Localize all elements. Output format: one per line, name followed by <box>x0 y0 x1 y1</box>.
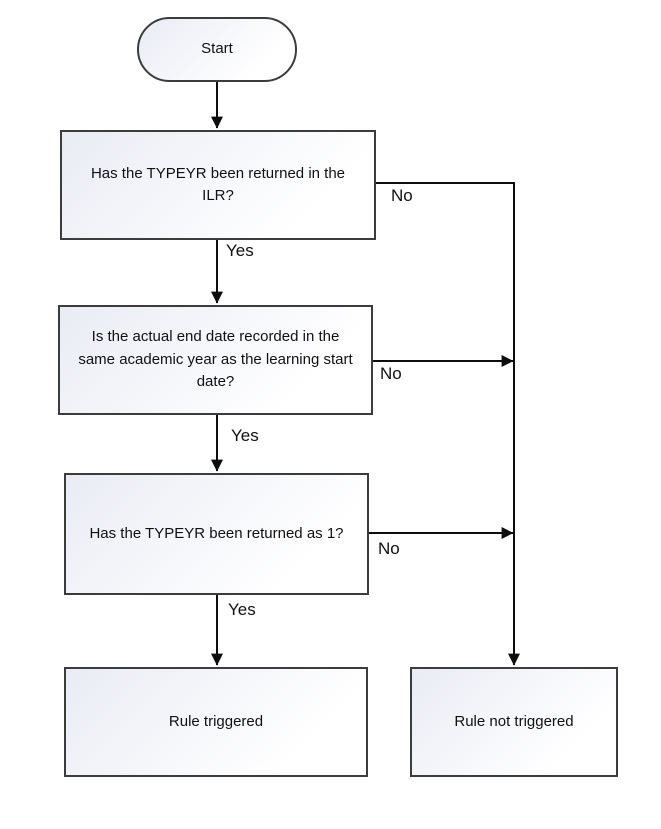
edge-label-q1-no: No <box>391 186 413 205</box>
node-q1-label: Has the TYPEYR been returned in the ILR? <box>90 164 346 205</box>
node-rule-not-triggered-label: Rule not triggered <box>454 712 574 730</box>
node-q2-label: Is the actual end date recorded in the s… <box>78 328 353 391</box>
edge-label-q3-yes: Yes <box>228 600 256 619</box>
node-start-label: Start <box>201 40 233 58</box>
edge-label-q3-no: No <box>378 539 400 558</box>
node-q3-typeyr-equals-1: Has the TYPEYR been returned as 1? <box>64 473 369 595</box>
edge-label-q2-no: No <box>380 364 402 383</box>
node-start: Start <box>137 17 297 82</box>
node-q3-label: Has the TYPEYR been returned as 1? <box>89 524 344 542</box>
edge-q1-no <box>376 182 520 666</box>
node-rule-triggered: Rule triggered <box>64 667 368 777</box>
node-rule-not-triggered: Rule not triggered <box>410 667 618 777</box>
node-q2-same-academic-year: Is the actual end date recorded in the s… <box>58 305 373 415</box>
edge-label-q1-yes: Yes <box>226 241 254 260</box>
edge-label-q2-yes: Yes <box>231 426 259 445</box>
node-q1-typeyr-returned: Has the TYPEYR been returned in the ILR? <box>60 130 376 240</box>
node-rule-triggered-label: Rule triggered <box>168 712 264 730</box>
